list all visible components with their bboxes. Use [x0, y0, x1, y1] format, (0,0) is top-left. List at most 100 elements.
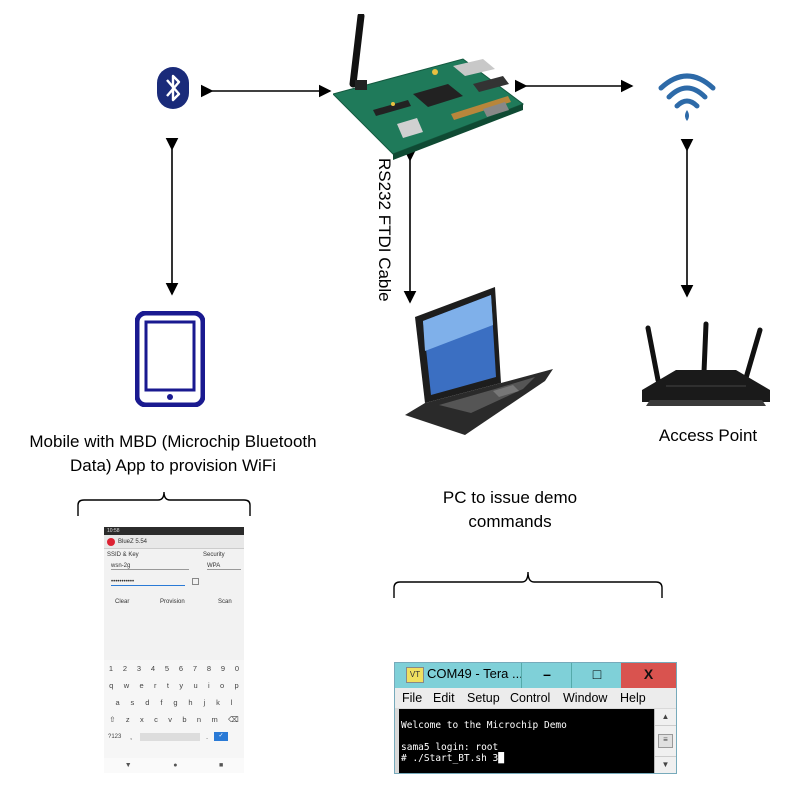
backspace-key-icon[interactable]: ⌫ [228, 715, 239, 724]
key[interactable]: m [211, 715, 218, 724]
tera-term-icon: VT [406, 667, 424, 683]
key[interactable]: 8 [206, 664, 212, 673]
symbols-key[interactable]: ?123 [108, 733, 122, 740]
minimize-button[interactable]: – [521, 663, 572, 688]
security-select[interactable]: WPA [207, 563, 241, 570]
clear-button[interactable]: Clear [115, 599, 130, 605]
security-label: Security [203, 552, 225, 558]
key[interactable]: 6 [178, 664, 184, 673]
scroll-up-icon[interactable]: ▲ [655, 709, 676, 726]
spacebar[interactable] [140, 732, 200, 741]
tera-term-window: VT COM49 - Tera ... – □ X File Edit Setu… [394, 662, 677, 774]
kb-row-asdf: a s d f g h j k l [104, 694, 244, 711]
microchip-board-image [333, 14, 525, 160]
terminal-prompt-line: # ./Start_BT.sh 3█ [401, 753, 656, 764]
comma-key[interactable]: , [130, 732, 133, 741]
phone-app-title: BlueZ 5.54 [118, 538, 148, 545]
ssid-input[interactable]: wsn-2g [111, 563, 189, 570]
key[interactable]: n [196, 715, 202, 724]
kb-row-bottom: ?123 , . ✓ [104, 728, 244, 745]
menu-setup[interactable]: Setup [467, 691, 500, 705]
key[interactable]: p [234, 681, 239, 690]
kb-row-numbers: 1 2 3 4 5 6 7 8 9 0 [104, 660, 244, 677]
menu-window[interactable]: Window [563, 691, 608, 705]
key[interactable]: x [139, 715, 144, 724]
phone-app-screenshot: 10:58 BlueZ 5.54 SSID & Key Security wsn… [104, 527, 244, 773]
terminal-line: Welcome to the Microchip Demo [401, 720, 567, 731]
key[interactable]: v [168, 715, 172, 724]
brace-mobile [77, 491, 251, 516]
key[interactable]: c [154, 715, 158, 724]
key[interactable]: i [207, 681, 210, 690]
terminal-line [401, 731, 656, 742]
terminal-menu-bar: File Edit Setup Control Window Help [395, 688, 676, 708]
terminal-scrollbar[interactable]: ▲ ≡ ▼ [654, 709, 676, 773]
key[interactable]: 0 [234, 664, 240, 673]
terminal-cursor: █ [498, 753, 504, 764]
key[interactable]: b [182, 715, 187, 724]
key[interactable]: l [230, 698, 233, 707]
key[interactable]: 2 [122, 664, 128, 673]
key[interactable]: d [145, 698, 150, 707]
show-password-checkbox[interactable] [192, 578, 199, 585]
key[interactable]: s [130, 698, 135, 707]
scroll-thumb[interactable]: ≡ [658, 734, 673, 748]
key[interactable]: z [125, 715, 130, 724]
key[interactable]: h [188, 698, 193, 707]
bluetooth-icon [157, 67, 189, 109]
wifi-icon [658, 73, 716, 121]
key[interactable]: u [193, 681, 198, 690]
key[interactable]: q [109, 681, 114, 690]
key[interactable]: 5 [164, 664, 170, 673]
terminal-command: # ./Start_BT.sh 3 [401, 753, 499, 764]
close-button[interactable]: X [621, 663, 676, 688]
phone-time: 10:58 [107, 528, 120, 534]
key[interactable]: g [173, 698, 178, 707]
shift-key-icon[interactable]: ⇧ [109, 715, 116, 724]
key[interactable]: f [160, 698, 163, 707]
on-screen-keyboard[interactable]: 1 2 3 4 5 6 7 8 9 0 q w e r t y u i o p … [104, 660, 244, 773]
phone-status-bar: 10:58 [104, 527, 244, 535]
key[interactable]: k [216, 698, 220, 707]
menu-control[interactable]: Control [510, 691, 551, 705]
cable-label: RS232 FTDI Cable [375, 158, 394, 302]
terminal-line: sama5 login: root [401, 742, 499, 753]
scroll-down-icon[interactable]: ▼ [655, 756, 676, 773]
kb-row-qwerty: q w e r t y u i o p [104, 677, 244, 694]
terminal-title: COM49 - Tera ... [427, 666, 523, 681]
scan-button[interactable]: Scan [218, 599, 232, 605]
maximize-button[interactable]: □ [571, 663, 622, 688]
period-key[interactable]: . [205, 732, 209, 741]
key[interactable]: r [154, 681, 157, 690]
enter-key-icon[interactable]: ✓ [214, 732, 228, 741]
key[interactable]: y [179, 681, 184, 690]
back-icon[interactable]: ▼ [124, 762, 132, 769]
key[interactable]: o [220, 681, 225, 690]
menu-edit[interactable]: Edit [433, 691, 455, 705]
home-icon[interactable]: ● [173, 762, 178, 769]
key[interactable]: j [203, 698, 206, 707]
key[interactable]: 3 [136, 664, 142, 673]
key[interactable]: 4 [150, 664, 156, 673]
key[interactable]: e [139, 681, 144, 690]
key[interactable]: a [115, 698, 120, 707]
menu-help[interactable]: Help [620, 691, 646, 705]
key[interactable]: 9 [220, 664, 226, 673]
terminal-screen[interactable]: Welcome to the Microchip Demo sama5 logi… [399, 709, 656, 773]
provision-button[interactable]: Provision [160, 599, 185, 605]
key[interactable]: t [166, 681, 169, 690]
key[interactable]: w [123, 681, 130, 690]
key[interactable]: 1 [108, 664, 114, 673]
menu-file[interactable]: File [402, 691, 423, 705]
laptop-image [405, 287, 553, 435]
password-input[interactable]: ••••••••••• [111, 579, 185, 586]
brace-pc [393, 571, 663, 598]
recents-icon[interactable]: ■ [219, 762, 224, 769]
phone-app-bar: BlueZ 5.54 [104, 535, 244, 549]
phone-nav-bar: ▼ ● ■ [104, 758, 244, 773]
terminal-title-bar[interactable]: VT COM49 - Tera ... – □ X [395, 663, 676, 688]
key[interactable]: 7 [192, 664, 198, 673]
mobile-label: Mobile with MBD (Microchip Bluetooth Dat… [29, 432, 317, 475]
kb-row-zxcv: ⇧ z x c v b n m ⌫ [104, 711, 244, 728]
